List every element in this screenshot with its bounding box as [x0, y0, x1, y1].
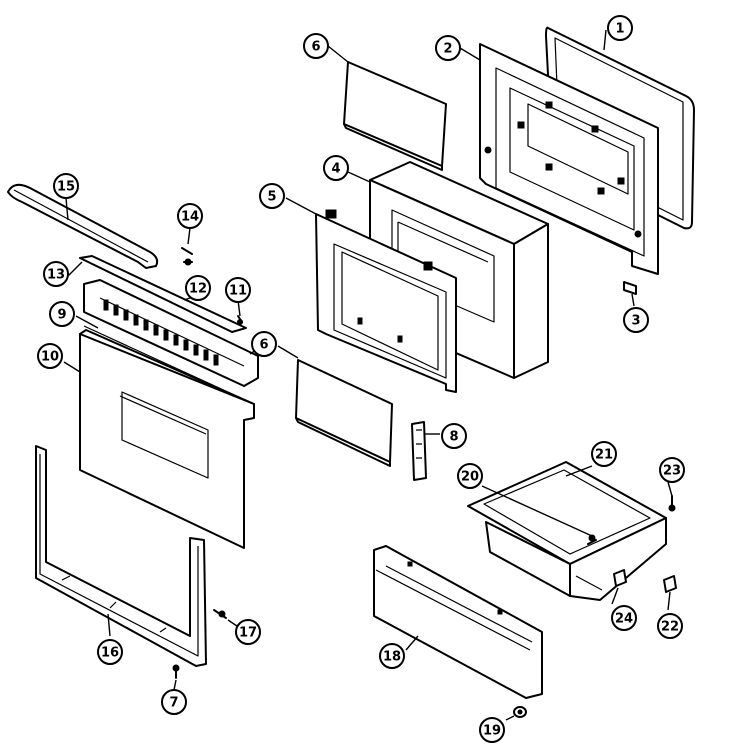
callout-6-upper: 6 [303, 33, 329, 59]
callout-7-label: 7 [169, 696, 178, 711]
part-5-inner-panel [315, 209, 457, 393]
callout-13: 13 [43, 261, 69, 287]
part-19-knob [513, 706, 527, 718]
part-3-clip [623, 281, 637, 295]
callout-20-label: 20 [461, 470, 479, 485]
callout-19: 19 [479, 717, 505, 743]
part-16-frame [35, 445, 207, 667]
callout-11: 11 [225, 277, 251, 303]
callout-10: 10 [37, 343, 63, 369]
callout-12: 12 [185, 275, 211, 301]
callout-2-label: 2 [443, 42, 452, 57]
callout-15-label: 15 [57, 180, 75, 195]
part-13-trim-strip [79, 255, 247, 333]
callout-1: 1 [607, 15, 633, 41]
part-2-door-frame [479, 43, 659, 275]
callout-22-label: 22 [661, 620, 679, 635]
part-8-hinge [411, 421, 427, 481]
callout-6-lower: 6 [251, 331, 277, 357]
part-14-screw [181, 247, 193, 266]
callout-21: 21 [591, 441, 617, 467]
callout-18-label: 18 [383, 650, 401, 665]
callout-3-label: 3 [631, 314, 640, 329]
vent-slots [103, 299, 219, 366]
part-7-bolt [172, 664, 180, 679]
callout-12-label: 12 [189, 282, 207, 297]
part-22-stop [663, 575, 677, 593]
part-6-glass-upper [343, 61, 447, 171]
callout-4: 4 [323, 155, 349, 181]
callout-19-label: 19 [483, 724, 501, 739]
callout-8-label: 8 [449, 430, 458, 445]
callout-5: 5 [259, 183, 285, 209]
callout-7: 7 [161, 689, 187, 715]
callout-9: 9 [49, 301, 75, 327]
part-6-glass-lower [295, 359, 393, 467]
part-20-screw [587, 534, 597, 545]
callout-4-label: 4 [331, 162, 340, 177]
callout-23: 23 [659, 457, 685, 483]
callout-16: 16 [97, 639, 123, 665]
callout-21-label: 21 [595, 448, 613, 463]
callout-14: 14 [177, 203, 203, 229]
part-11-screw [237, 315, 243, 325]
callout-14-label: 14 [181, 210, 199, 225]
callout-1-label: 1 [615, 22, 624, 37]
callout-24-label: 24 [615, 612, 633, 627]
part-12-vent-panel [83, 279, 259, 387]
callout-3: 3 [623, 307, 649, 333]
part-9-seal [83, 325, 255, 405]
part-21-drawer-box [467, 461, 667, 601]
callout-15: 15 [53, 173, 79, 199]
part-15-handle [7, 183, 159, 269]
part-18-drawer-front [373, 545, 543, 699]
callout-6-lower-label: 6 [259, 338, 268, 353]
callout-23-label: 23 [663, 464, 681, 479]
callout-24: 24 [611, 605, 637, 631]
callout-20: 20 [457, 463, 483, 489]
callout-17-label: 17 [239, 626, 257, 641]
callout-13-label: 13 [47, 268, 65, 283]
callout-16-label: 16 [101, 646, 119, 661]
callout-17: 17 [235, 619, 261, 645]
callout-8: 8 [441, 423, 467, 449]
part-23-screw [668, 495, 676, 512]
callout-2: 2 [435, 35, 461, 61]
callout-9-label: 9 [57, 308, 66, 323]
part-24-glide [613, 569, 627, 587]
callout-18: 18 [379, 643, 405, 669]
callout-22: 22 [657, 613, 683, 639]
callout-11-label: 11 [229, 284, 247, 299]
part-17-screw [213, 609, 227, 619]
callout-6-upper-label: 6 [311, 40, 320, 55]
callout-5-label: 5 [267, 190, 276, 205]
callout-10-label: 10 [41, 350, 59, 365]
